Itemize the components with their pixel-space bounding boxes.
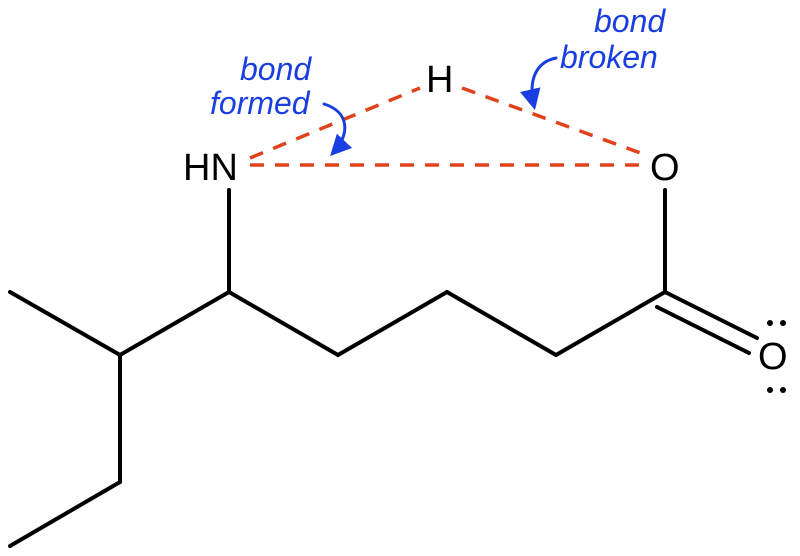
- bond-branch-to-c5: [118, 290, 231, 357]
- annotation-bond-formed: bond formed: [210, 51, 353, 157]
- bond-formed-line2: formed: [210, 85, 311, 121]
- amine-label: HN: [183, 147, 238, 189]
- hydrogen-label: H: [426, 59, 453, 101]
- curved-arrow-broken-icon: [519, 56, 558, 111]
- carbon-skeleton: [8, 188, 759, 548]
- bond-c3-c2: [445, 290, 558, 357]
- lone-pair-dot: [767, 320, 773, 326]
- bond-carbonyl-1: [663, 290, 759, 340]
- hydroxyl-oxygen-label: O: [650, 147, 680, 189]
- annotation-bond-broken: bond broken: [519, 3, 666, 111]
- bond-c5-c4: [227, 290, 340, 357]
- bond-carbonyl-2: [655, 305, 751, 355]
- bond-ethyl: [8, 480, 122, 548]
- lone-pair-dot: [780, 387, 786, 393]
- bond-broken-line2: broken: [560, 39, 658, 75]
- lone-pair-dots: [767, 320, 786, 393]
- carbonyl-oxygen-label: O: [758, 336, 788, 378]
- transition-state-bonds: [249, 86, 647, 167]
- bond-methyl: [8, 290, 122, 357]
- bond-broken-line1: bond: [594, 3, 666, 39]
- bond-formed-line1: bond: [240, 51, 312, 87]
- bond-c2-c1: [554, 290, 667, 357]
- lone-pair-dot: [767, 387, 773, 393]
- dashed-bond-h-o: [461, 86, 647, 157]
- bond-c4-c3: [336, 290, 449, 357]
- dashed-bond-n-h: [249, 86, 421, 160]
- lone-pair-dot: [780, 320, 786, 326]
- curved-arrow-formed-icon: [322, 102, 353, 157]
